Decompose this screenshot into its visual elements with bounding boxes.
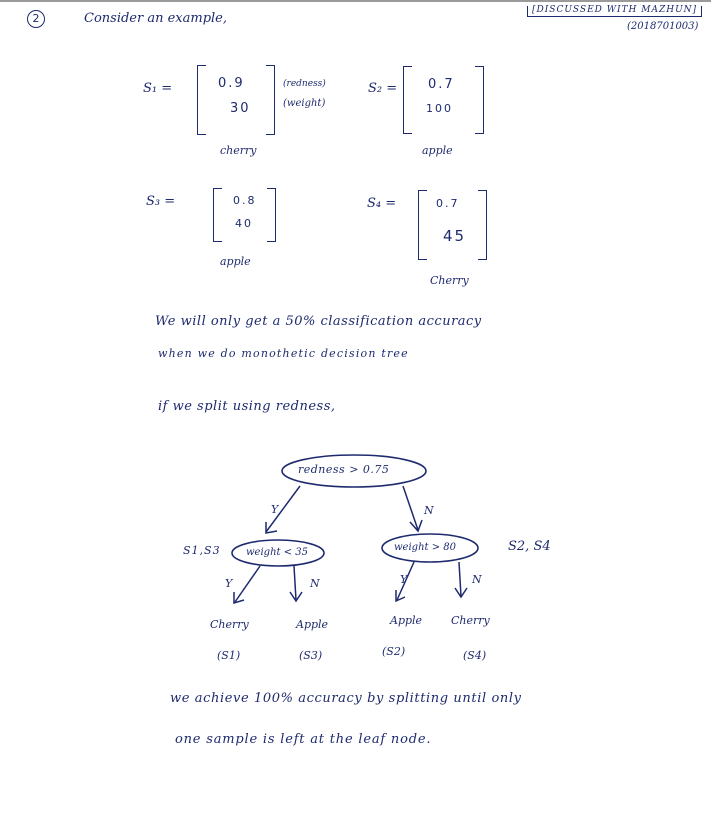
sample-1-class: cherry [220, 144, 257, 157]
sample-2-label: S₂ = [368, 81, 398, 96]
right-node-samples: S2, S4 [508, 539, 551, 554]
sample-2-right-bracket [475, 66, 484, 134]
conclusion-line-1: we achieve 100% accuracy by splitting un… [170, 691, 522, 706]
sample-3-weight: 40 [235, 217, 253, 230]
redness-annotation: (redness) [283, 79, 326, 89]
root-left-edge [265, 485, 301, 533]
left-yes-label: Y [225, 577, 233, 590]
weight-annotation: (weight) [283, 98, 326, 109]
leaf-4-label: Cherry [451, 614, 490, 627]
question-number: 2 [27, 10, 45, 28]
left-no-edge [293, 565, 297, 601]
left-no-arrowhead [289, 591, 303, 603]
sample-4-redness: 0.7 [436, 197, 460, 210]
left-node-label: weight < 35 [246, 547, 308, 558]
sample-1-label: S₁ = [143, 81, 173, 96]
left-yes-edge [234, 565, 261, 603]
right-node-label: weight > 80 [394, 542, 456, 553]
root-right-edge [402, 485, 419, 531]
left-no-label: N [310, 577, 320, 590]
left-node-shape [231, 539, 325, 567]
sample-1-redness: 0.9 [218, 76, 245, 91]
right-no-edge [458, 561, 462, 597]
sample-3-redness: 0.8 [233, 194, 257, 207]
leaf-1-sample: (S1) [217, 649, 241, 662]
sample-3-class: apple [220, 255, 251, 268]
right-no-arrowhead [454, 587, 468, 599]
right-node-shape [381, 533, 479, 563]
sample-3-right-bracket [267, 188, 276, 242]
sample-4-left-bracket [418, 190, 427, 260]
conclusion-line-2: one sample is left at the leaf node. [175, 732, 432, 747]
sample-3-left-bracket [213, 188, 222, 242]
sample-2-weight: 100 [426, 102, 453, 115]
split-intro-text: if we split using redness, [158, 399, 336, 414]
sample-4-label: S₄ = [367, 196, 397, 211]
left-node-samples: S1,S3 [183, 544, 221, 557]
leaf-3-sample: (S2) [382, 645, 406, 658]
right-yes-edge [396, 561, 415, 601]
discussed-note: [DISCUSSED WITH MAZHUN] [527, 6, 703, 17]
sample-4-class: Cherry [430, 274, 469, 287]
root-yes-label: Y [271, 503, 279, 516]
sample-1-weight: 30 [230, 101, 251, 116]
sample-1-left-bracket [197, 65, 206, 135]
right-no-label: N [472, 573, 482, 586]
root-no-label: N [424, 504, 434, 517]
sample-3-label: S₃ = [146, 194, 176, 209]
accuracy-text-line-2: when we do monothetic decision tree [158, 347, 409, 360]
accuracy-text-line-1: We will only get a 50% classification ac… [155, 314, 482, 329]
root-right-arrowhead [409, 519, 423, 533]
leaf-2-label: Apple [296, 618, 329, 631]
right-yes-arrowhead [395, 590, 406, 603]
sample-2-left-bracket [403, 66, 412, 134]
leaf-1-label: Cherry [210, 618, 249, 631]
left-yes-arrowhead [233, 592, 245, 605]
sample-4-right-bracket [478, 190, 487, 260]
sample-1-right-bracket [266, 65, 275, 135]
intro-text: Consider an example, [84, 11, 227, 26]
sample-2-class: apple [422, 144, 453, 157]
sample-4-weight: 45 [443, 227, 467, 245]
leaf-2-sample: (S3) [299, 649, 323, 662]
right-yes-label: Y [400, 573, 408, 586]
leaf-4-sample: (S4) [463, 649, 487, 662]
root-left-arrowhead [265, 522, 278, 534]
top-border [0, 0, 711, 2]
roll-number: (2018701003) [627, 21, 699, 32]
root-node-label: redness > 0.75 [298, 463, 390, 476]
sample-2-redness: 0.7 [428, 77, 455, 92]
root-node-shape [281, 454, 427, 488]
leaf-3-label: Apple [390, 614, 423, 627]
